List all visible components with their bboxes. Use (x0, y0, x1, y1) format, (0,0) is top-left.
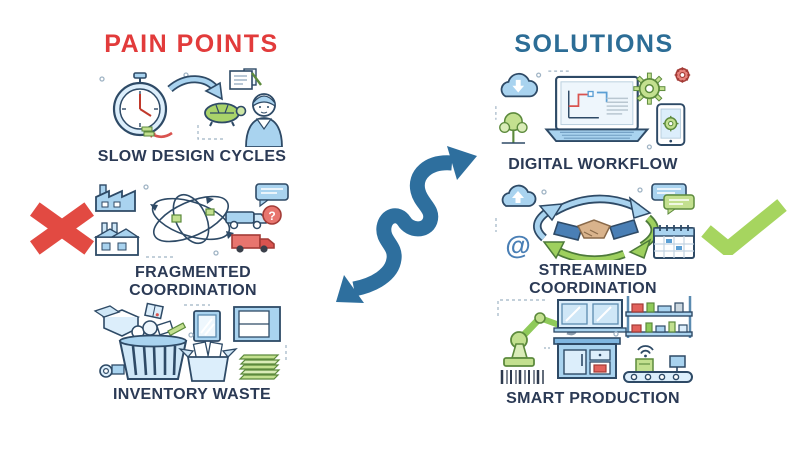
handshake-cycle-cloud-calendar-icon: @ (495, 183, 695, 260)
squiggle-double-arrow-icon (336, 146, 477, 303)
backward-arrow-icon (141, 126, 173, 139)
slow-design-cycles-illustration (94, 67, 294, 147)
transformation-arrow (312, 133, 488, 319)
at-sign-icon: @ (505, 230, 530, 260)
documents-icon (229, 68, 262, 90)
chat-bubbles-icon (651, 183, 695, 215)
solutions-title: SOLUTIONS (514, 30, 674, 58)
digital-workflow-label: DIGITAL WORKFLOW (508, 156, 678, 173)
window-icon (553, 299, 627, 333)
svg-text:?: ? (268, 209, 275, 223)
laptop-cloud-gears-tablet-icon (495, 67, 691, 150)
digital-workflow-illustration (492, 66, 696, 154)
tangle-icon (151, 193, 231, 245)
smart-production-label: SMART PRODUCTION (506, 390, 680, 407)
calendar-icon (653, 225, 695, 259)
waste-basket-boxes-shelf-icon (93, 302, 287, 382)
cabinet-icon (233, 306, 281, 342)
box-with-papers-icon (178, 341, 238, 382)
red-truck-icon (231, 234, 275, 253)
check-icon (700, 197, 788, 255)
cabinet-unit-icon (553, 337, 621, 379)
red-gear-icon (674, 67, 691, 83)
plant-icon (93, 222, 141, 256)
fragmented-coordination-illustration: ? (88, 179, 298, 263)
svg-text:@: @ (505, 230, 530, 260)
inventory-waste-label: INVENTORY WASTE (112, 386, 271, 403)
blue-truck-icon (225, 211, 267, 230)
streamined-coordination-illustration: @ (492, 180, 696, 260)
small-box-icon (144, 302, 164, 320)
cross-icon (28, 202, 96, 255)
storage-shelf-icon (625, 296, 693, 338)
green-stack-icon (238, 354, 281, 380)
handshake-icon (552, 219, 640, 241)
tape-roll-icon (99, 364, 125, 378)
question-mark-icon: ? (262, 205, 282, 225)
inventory-waste-illustration (88, 299, 298, 385)
trash-basket-icon (118, 320, 188, 380)
cloud-download-icon (500, 72, 539, 98)
wifi-icon (637, 345, 654, 358)
cycle-arrows-icon (533, 194, 659, 260)
slow-arrow-icon (167, 75, 223, 101)
robot-arm-conveyor-shelf-icon (497, 296, 693, 384)
fragmented-coordination-label: FRAGMENTED COORDINATION (129, 264, 257, 299)
streamined-coordination-label: STREAMINED COORDINATION (529, 262, 657, 297)
green-gear-icon (633, 72, 666, 105)
open-box-icon (93, 305, 140, 337)
cloud-upload-icon (501, 184, 537, 207)
smart-production-illustration (490, 292, 698, 386)
laptop-icon (544, 75, 650, 143)
pain-points-title: PAIN POINTS (104, 30, 279, 58)
mirror-icon (193, 310, 221, 342)
stopwatch-turtle-designer-icon (99, 68, 283, 147)
factory-icon (95, 184, 136, 212)
designer-person-icon (245, 93, 283, 147)
tablet-gear-icon (656, 103, 686, 146)
tree-icon (499, 112, 528, 144)
tangled-network-factories-trucks-icon: ? (93, 183, 289, 258)
slow-design-cycles-label: SLOW DESIGN CYCLES (97, 148, 287, 165)
barcode-icon (500, 370, 544, 384)
stopwatch-icon (112, 72, 168, 137)
conveyor-belt-icon (623, 345, 693, 383)
speech-bubble-icon (255, 183, 289, 208)
turtle-icon (204, 102, 247, 127)
